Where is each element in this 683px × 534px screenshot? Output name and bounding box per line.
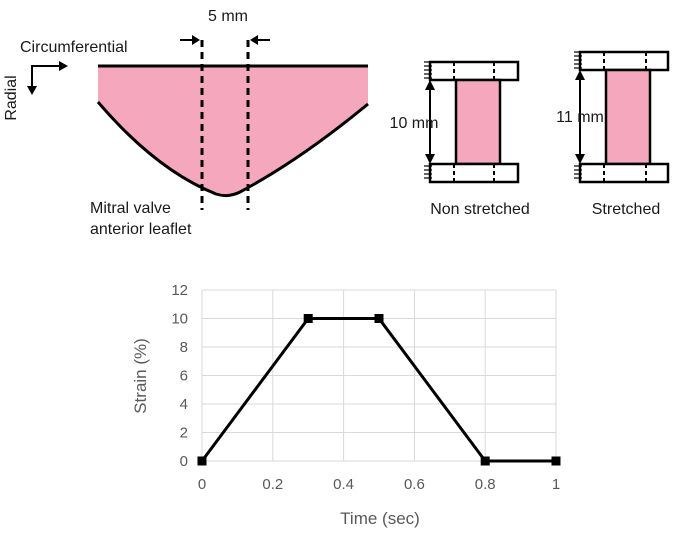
- x-tick-labels: 0 0.2 0.4 0.6 0.8 1: [198, 476, 560, 493]
- leaflet-shape: [98, 66, 368, 196]
- y-tick-label: 8: [180, 339, 188, 356]
- y-tick-label: 0: [180, 453, 188, 470]
- y-axis-title: Strain (%): [131, 338, 150, 414]
- y-tick-label: 2: [180, 425, 188, 442]
- y-tick-labels: 0 2 4 6 8 10 12: [171, 282, 188, 470]
- y-tick-label: 12: [171, 282, 188, 299]
- x-tick-label: 0.6: [404, 476, 425, 493]
- caption-unstretched: Non stretched: [430, 201, 530, 218]
- fixed-support-hatching: [574, 51, 582, 179]
- x-tick-label: 0.8: [475, 476, 496, 493]
- specimen-stretched: 11 mm Stretched: [556, 50, 670, 218]
- length-label-stretched: 11 mm: [556, 109, 604, 126]
- strain-chart: 0 2 4 6 8 10 12 0 0.2 0.4 0.6 0.8 1 Time (sec) Stra…: [131, 282, 561, 528]
- x-tick-label: 0: [198, 476, 206, 493]
- fixed-support-hatching: [424, 61, 432, 179]
- y-tick-label: 10: [171, 311, 188, 328]
- radial-label: Radial: [3, 75, 20, 120]
- series-line: [200, 317, 556, 463]
- length-arrowhead-top: [425, 80, 435, 90]
- length-label-unstretched: 10 mm: [390, 115, 439, 132]
- tissue-strip: [604, 68, 652, 166]
- data-point-marker: [303, 314, 313, 323]
- x-axis-title: Time (sec): [340, 509, 420, 528]
- y-tick-label: 6: [180, 368, 188, 385]
- radial-arrowhead: [27, 86, 37, 95]
- x-tick-label: 0.2: [262, 476, 283, 493]
- caption-stretched: Stretched: [592, 201, 660, 218]
- chart-series: [197, 314, 561, 466]
- y-tick-label: 4: [180, 396, 188, 413]
- x-tick-label: 1: [552, 476, 560, 493]
- length-arrowhead-top: [575, 70, 585, 80]
- data-point-marker: [197, 456, 207, 466]
- length-arrowhead-bottom: [425, 154, 435, 164]
- specimen-unstretched: 10 mm Non stretched: [390, 60, 530, 218]
- dimension-arrowhead-right: [250, 35, 258, 45]
- leaflet-lower-edge: [96, 101, 369, 198]
- top-grip: [428, 60, 520, 82]
- tissue-strip: [454, 78, 502, 166]
- dimension-arrowhead-left: [192, 35, 200, 45]
- dimension-label-5mm: 5 mm: [208, 8, 248, 25]
- data-point-marker: [551, 456, 561, 466]
- leaflet-caption-line1: Mitral valve: [90, 200, 171, 217]
- circumferential-arrowhead: [59, 61, 68, 71]
- data-point-marker: [374, 314, 384, 323]
- x-tick-label: 0.4: [333, 476, 354, 493]
- bottom-grip: [578, 162, 670, 184]
- bottom-grip: [428, 162, 520, 184]
- leaflet-schematic: 5 mm Circumferential Radial Mitral valve…: [3, 8, 369, 238]
- top-grip: [578, 50, 670, 72]
- leaflet-caption-line2: anterior leaflet: [90, 221, 192, 238]
- length-arrowhead-bottom: [575, 154, 585, 164]
- circumferential-label: Circumferential: [20, 39, 128, 56]
- data-point-marker: [480, 456, 490, 466]
